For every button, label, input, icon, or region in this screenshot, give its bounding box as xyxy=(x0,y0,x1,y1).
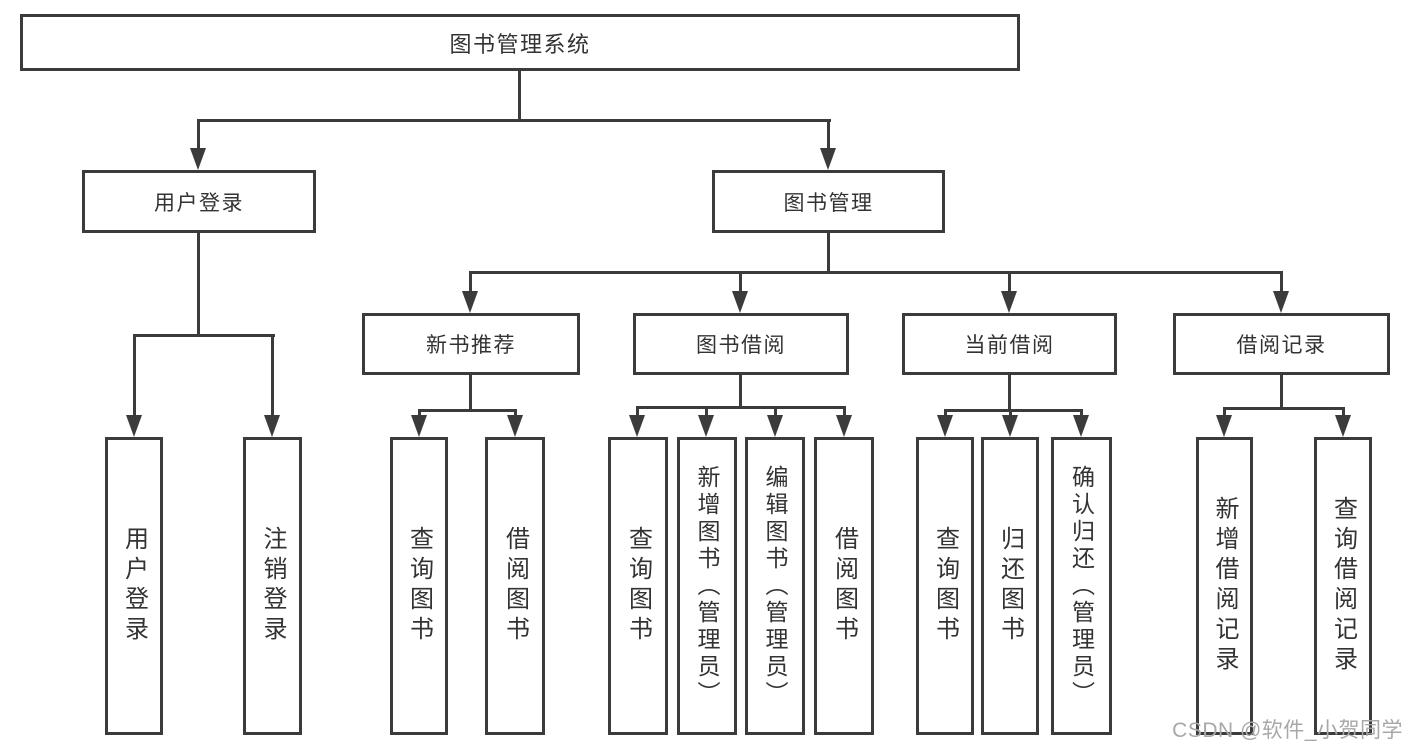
node-label: 图书管理系统 xyxy=(449,31,591,57)
arrow-down-icon xyxy=(507,415,523,437)
connector-line xyxy=(774,406,777,418)
connector-line xyxy=(469,271,1283,274)
connector-line xyxy=(271,334,274,417)
connector-line xyxy=(1223,407,1345,410)
node-new-book-recommend: 新书推荐 xyxy=(362,313,580,375)
arrow-down-icon xyxy=(698,415,714,437)
leaf-query-borrow-record: 查询借阅记录 xyxy=(1314,437,1372,735)
connector-line xyxy=(197,119,831,122)
arrow-down-icon xyxy=(937,415,953,437)
leaf-borrow-books: 借阅图书 xyxy=(814,437,874,735)
csdn-watermark: CSDN @软件_小贺同学 xyxy=(1172,719,1403,742)
arrow-down-icon xyxy=(1001,291,1017,313)
node-label: 注销登录 xyxy=(259,526,286,646)
node-label: 借阅图书 xyxy=(501,526,529,646)
leaf-logout: 注销登录 xyxy=(243,437,302,735)
arrow-down-icon xyxy=(1073,415,1089,437)
node-book-management: 图书管理 xyxy=(712,170,945,233)
connector-line xyxy=(1280,375,1283,410)
node-current-borrow: 当前借阅 xyxy=(902,313,1117,375)
connector-line xyxy=(827,119,830,150)
connector-line xyxy=(197,233,200,337)
connector-line xyxy=(418,409,421,418)
node-label: 新增图书（管理员） xyxy=(694,464,720,708)
leaf-return-books: 归还图书 xyxy=(981,437,1039,735)
arrow-down-icon xyxy=(126,415,142,437)
arrow-down-icon xyxy=(767,415,783,437)
leaf-add-books-admin: 新增图书（管理员） xyxy=(677,437,737,735)
arrow-down-icon xyxy=(1273,291,1289,313)
connector-line xyxy=(1342,407,1345,418)
node-user-login: 用户登录 xyxy=(82,170,316,233)
connector-line xyxy=(636,406,639,418)
arrow-down-icon xyxy=(836,415,852,437)
node-label: 新增借阅记录 xyxy=(1211,496,1238,676)
connector-line xyxy=(944,409,1083,412)
node-label: 新书推荐 xyxy=(426,334,516,357)
arrow-down-icon xyxy=(629,415,645,437)
connector-line xyxy=(827,233,830,274)
connector-line xyxy=(1008,375,1011,412)
connector-line xyxy=(469,375,472,412)
arrow-down-icon xyxy=(264,415,280,437)
connector-line xyxy=(944,409,947,418)
connector-line xyxy=(514,409,517,418)
connector-line xyxy=(843,406,846,418)
arrow-down-icon xyxy=(1216,415,1232,437)
connector-line xyxy=(705,406,708,418)
arrow-down-icon xyxy=(411,415,427,437)
connector-line xyxy=(739,375,742,409)
connector-line xyxy=(1223,407,1226,418)
node-label: 借阅记录 xyxy=(1236,334,1327,357)
node-label: 图书借阅 xyxy=(696,334,786,357)
arrow-down-icon xyxy=(190,148,206,170)
leaf-add-borrow-record: 新增借阅记录 xyxy=(1196,437,1253,735)
node-label: 查询图书 xyxy=(405,526,433,646)
leaf-edit-books-admin: 编辑图书（管理员） xyxy=(745,437,805,735)
leaf-confirm-return-admin: 确认归还（管理员） xyxy=(1051,437,1112,735)
leaf-query-books-borrow: 查询图书 xyxy=(608,437,668,735)
leaf-user-login: 用户登录 xyxy=(105,437,163,735)
arrow-down-icon xyxy=(1002,415,1018,437)
connector-line xyxy=(197,119,200,150)
node-book-borrow: 图书借阅 xyxy=(633,313,849,375)
connector-line xyxy=(418,409,517,412)
node-label: 查询借阅记录 xyxy=(1329,496,1357,676)
connector-line xyxy=(636,406,846,409)
node-label: 图书管理 xyxy=(783,191,874,215)
node-label: 编辑图书（管理员） xyxy=(762,464,788,708)
node-label: 用户登录 xyxy=(120,526,148,646)
node-label: 用户登录 xyxy=(154,191,244,215)
connector-line xyxy=(1008,271,1011,293)
arrow-down-icon xyxy=(820,148,836,170)
connector-line xyxy=(1080,409,1083,418)
connector-line xyxy=(469,271,472,293)
connector-line xyxy=(518,71,521,121)
connector-line xyxy=(1280,271,1283,293)
node-label: 查询图书 xyxy=(931,526,959,646)
leaf-query-books-recommend: 查询图书 xyxy=(390,437,448,735)
connector-line xyxy=(133,334,275,337)
node-root-library-system: 图书管理系统 xyxy=(20,14,1020,71)
connector-line xyxy=(133,334,136,417)
node-borrow-records: 借阅记录 xyxy=(1173,313,1390,375)
arrow-down-icon xyxy=(462,291,478,313)
node-label: 归还图书 xyxy=(996,526,1024,646)
leaf-query-books-current: 查询图书 xyxy=(916,437,974,735)
leaf-borrow-books-recommend: 借阅图书 xyxy=(485,437,545,735)
node-label: 确认归还（管理员） xyxy=(1068,464,1095,708)
arrow-down-icon xyxy=(732,291,748,313)
node-label: 当前借阅 xyxy=(964,334,1055,357)
connector-line xyxy=(1009,409,1012,418)
node-label: 查询图书 xyxy=(624,526,652,646)
arrow-down-icon xyxy=(1335,415,1351,437)
connector-line xyxy=(739,271,742,293)
node-label: 借阅图书 xyxy=(830,526,858,646)
